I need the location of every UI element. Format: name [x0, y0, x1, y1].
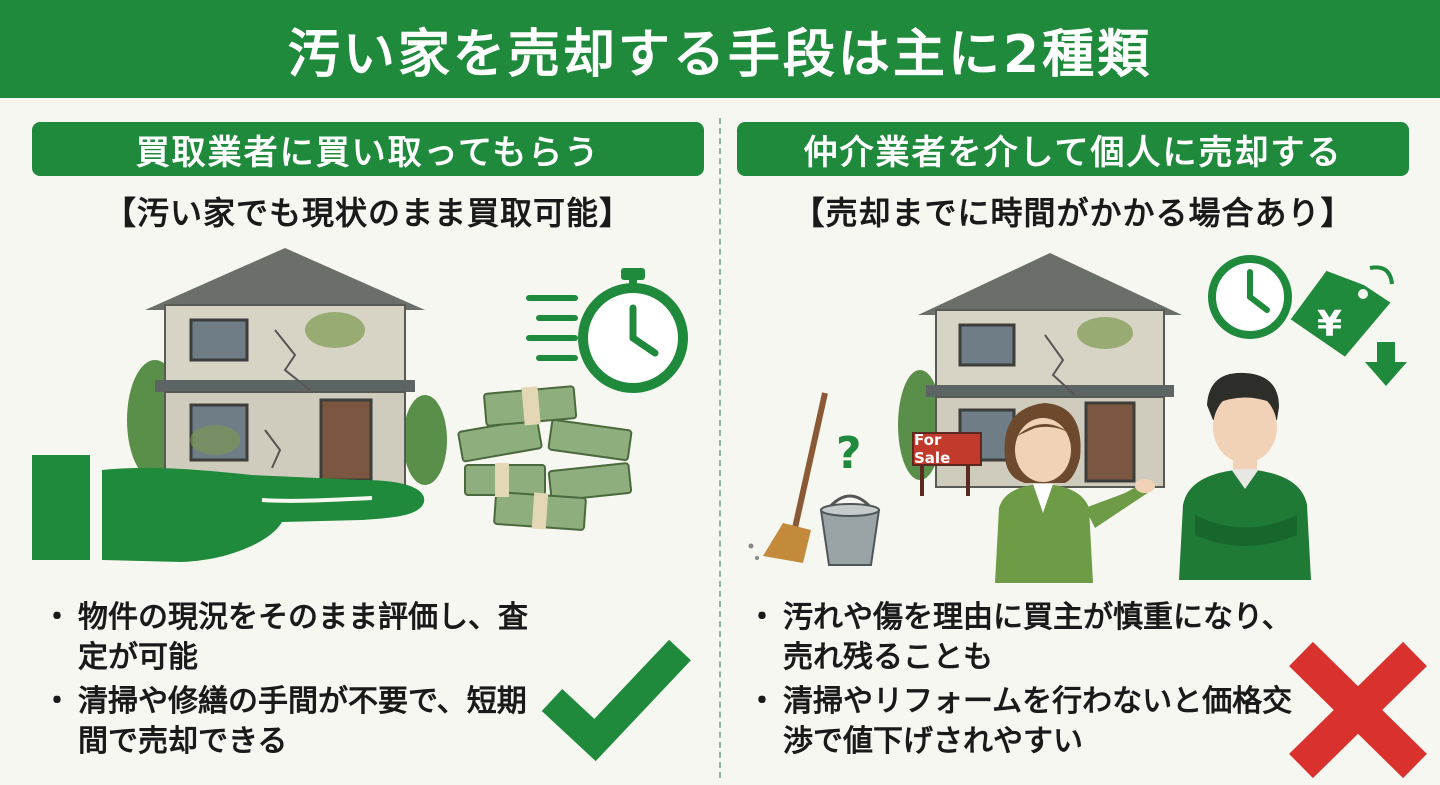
for-sale-sign: For Sale	[912, 431, 982, 467]
svg-text:¥: ¥	[1317, 304, 1342, 345]
price-tag-icon: ¥	[1290, 265, 1407, 386]
bucket-icon	[819, 494, 881, 566]
stopwatch-icon	[526, 268, 688, 393]
sign-post	[920, 464, 924, 496]
right-bullets: 汚れや傷を理由に買主が慎重になり、売れ残ることも 清掃やリフォームを行わないと価…	[747, 598, 1297, 766]
cross-icon	[1289, 641, 1427, 779]
house-icon-right	[898, 253, 1182, 488]
clock-icon	[1208, 255, 1292, 339]
check-icon	[541, 639, 691, 762]
money-stack-icon	[457, 385, 633, 531]
right-bullet-2: 清掃やリフォームを行わないと価格交渉で値下げされやすい	[747, 682, 1297, 762]
right-heading: 仲介業者を介して個人に売却する	[737, 122, 1409, 176]
left-bullets: 物件の現況をそのまま評価し、査定が可能 清掃や修繕の手間が不要で、短期間で売却で…	[42, 598, 532, 766]
man-icon	[1179, 372, 1311, 580]
sign-post	[966, 464, 970, 496]
hand-icon	[32, 455, 425, 562]
question-mark: ?	[836, 428, 862, 479]
broom-icon	[748, 392, 828, 563]
woman-icon	[995, 403, 1155, 583]
left-bullet-1: 物件の現況をそのまま評価し、査定が可能	[42, 598, 532, 678]
center-divider	[719, 118, 721, 778]
right-subtitle: 【売却までに時間がかかる場合あり】	[792, 194, 1354, 232]
left-bullet-2: 清掃や修繕の手間が不要で、短期間で売却できる	[42, 682, 532, 762]
left-subtitle: 【汚い家でも現状のまま買取可能】	[103, 194, 632, 232]
page-title: 汚い家を売却する手段は主に2種類	[287, 24, 1153, 85]
right-bullet-1: 汚れや傷を理由に買主が慎重になり、売れ残ることも	[747, 598, 1297, 678]
left-heading: 買取業者に買い取ってもらう	[32, 122, 704, 176]
for-sale-label: For Sale	[914, 431, 951, 467]
title-bar: 汚い家を売却する手段は主に2種類	[0, 0, 1440, 98]
